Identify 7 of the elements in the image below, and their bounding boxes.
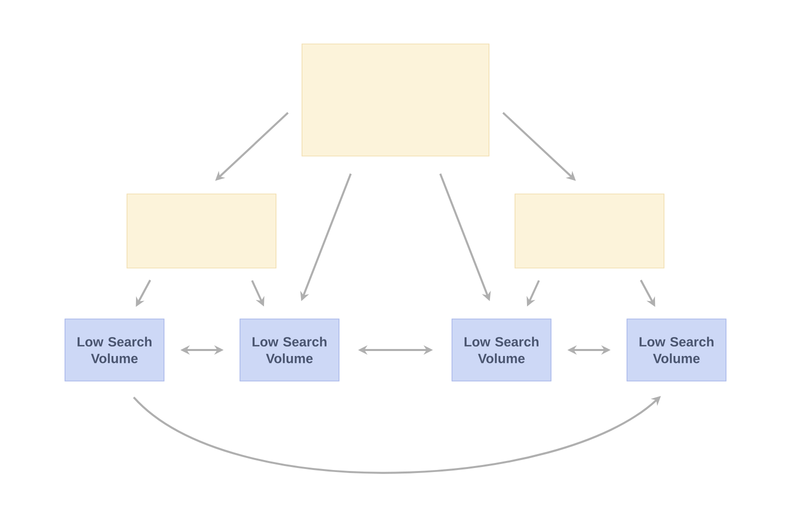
keyword-box: Low Search Volume [626, 318, 726, 382]
empty-box [126, 194, 276, 268]
empty-box [514, 194, 664, 268]
keyword-box: Low Search Volume [240, 318, 340, 382]
empty-box [302, 44, 490, 156]
keyword-box: Low Search Volume [64, 318, 164, 382]
keyword-box: Low Search Volume [452, 318, 552, 382]
